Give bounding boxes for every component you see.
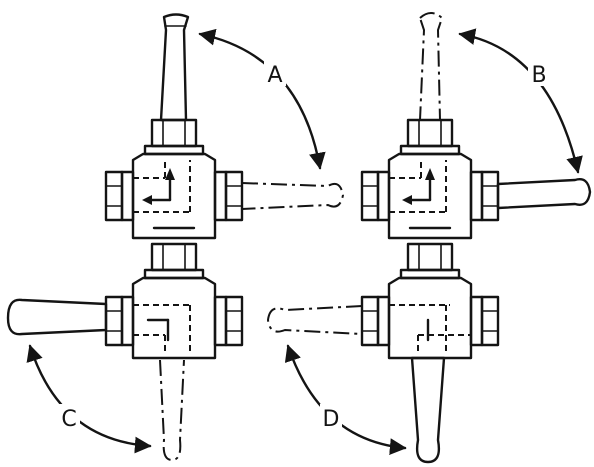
valve-a-stem-nut — [143, 118, 205, 156]
valve-d: D — [266, 242, 500, 464]
valve-a: A — [104, 13, 345, 240]
valve-d-phantom-handle — [266, 305, 363, 335]
rotation-arrow-a — [198, 28, 326, 170]
valve-d-port — [389, 304, 471, 352]
valve-c: C — [6, 242, 244, 462]
valve-b-handle — [496, 178, 592, 210]
rotation-arrow-c — [26, 344, 152, 454]
valve-a-port — [133, 160, 191, 213]
valve-d-body — [360, 276, 500, 360]
valve-c-port — [133, 304, 191, 352]
valve-c-handle — [6, 298, 108, 336]
valve-b-phantom-handle — [418, 12, 444, 121]
valve-b: B — [360, 12, 592, 240]
valve-d-handle — [410, 356, 446, 464]
valve-a-handle — [159, 13, 190, 122]
label-a: A — [267, 63, 282, 88]
label-c: C — [61, 407, 76, 432]
valve-a-body — [104, 152, 244, 240]
valve-c-phantom-handle — [159, 359, 185, 462]
label-b: B — [531, 63, 546, 88]
valve-b-port — [389, 160, 447, 213]
valve-c-body — [104, 276, 244, 360]
rotation-arrow-b — [458, 28, 583, 174]
rotation-arrow-d — [284, 344, 407, 455]
valve-c-stem-nut — [143, 242, 205, 280]
valve-b-stem-nut — [399, 118, 461, 156]
label-d: D — [323, 407, 340, 432]
valve-a-phantom-handle — [241, 182, 345, 210]
valve-d-stem-nut — [399, 242, 461, 280]
